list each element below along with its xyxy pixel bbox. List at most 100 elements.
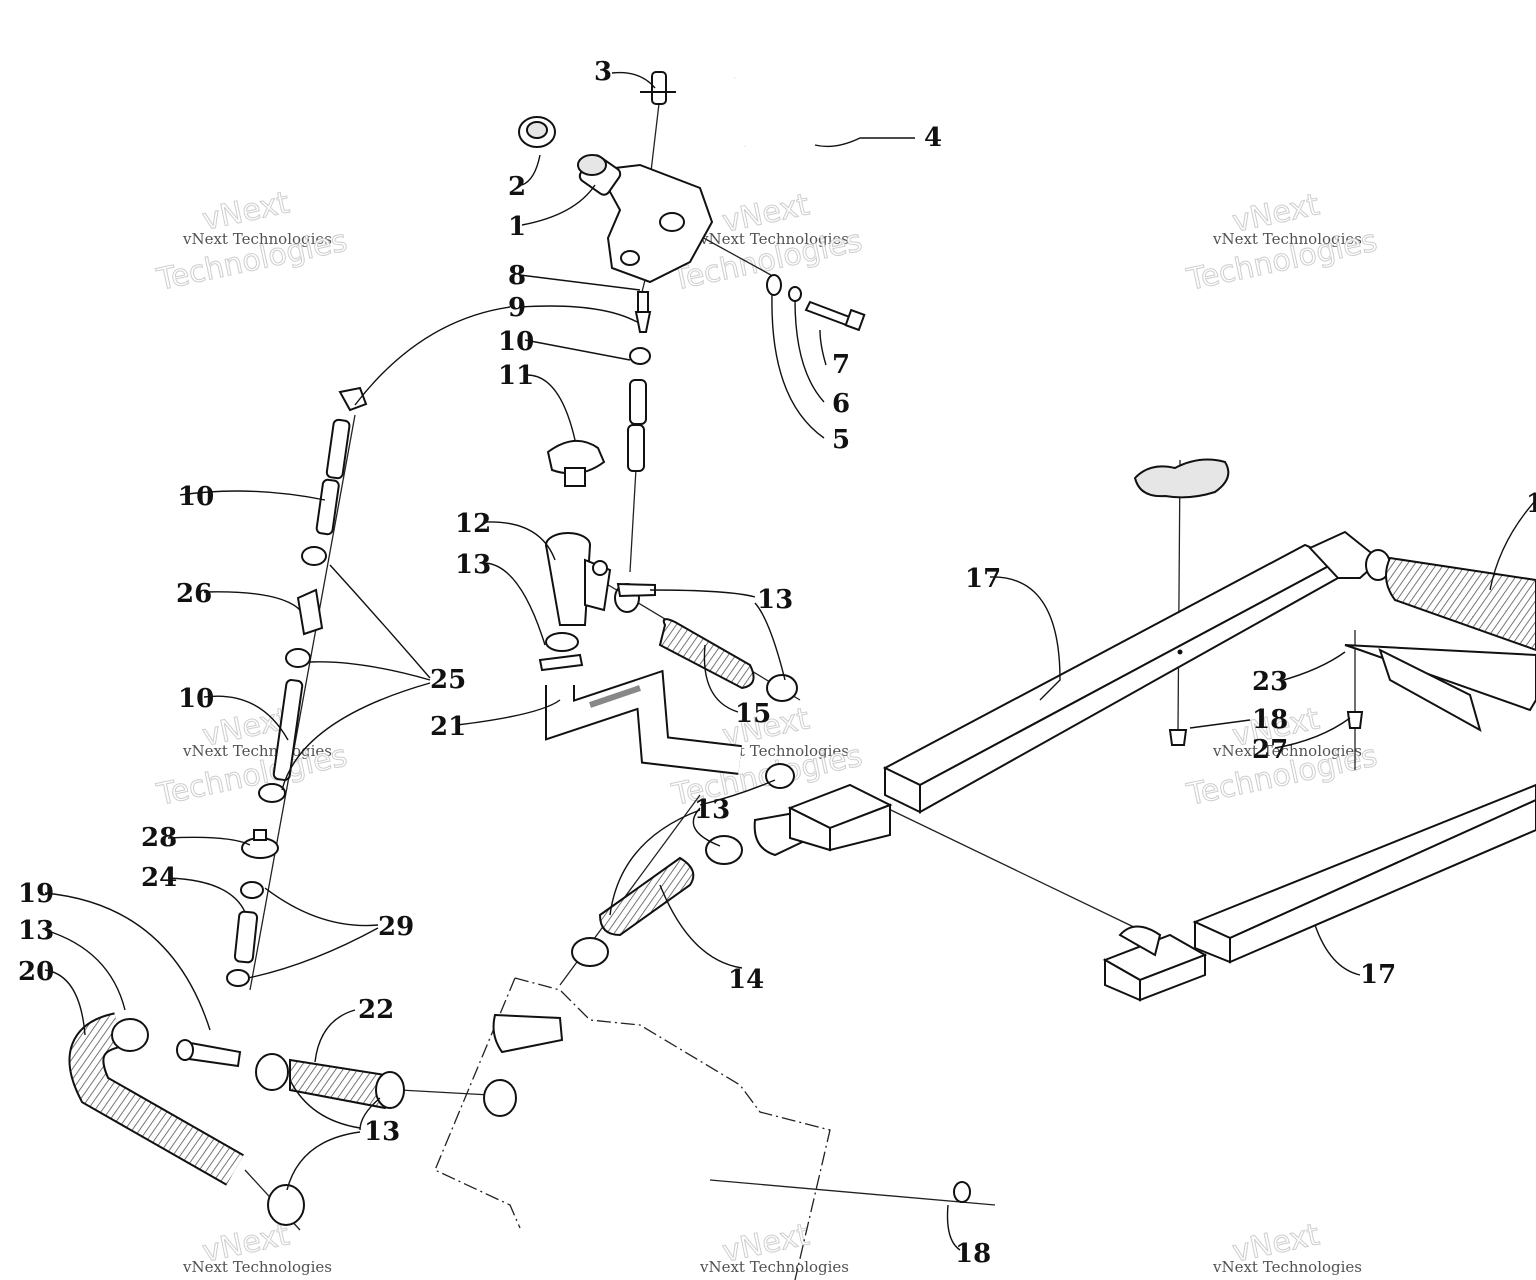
frame-rail-17-bottom (1192, 783, 1536, 964)
callout-14: 14 (728, 965, 764, 995)
plug-26 (296, 588, 324, 636)
clamp-13-hose15 (766, 674, 798, 702)
callout-15: 15 (735, 699, 771, 729)
clamp-25-a (301, 546, 327, 566)
callout-16-partial: 1 (1526, 489, 1536, 519)
clamp-25-c (258, 783, 286, 803)
leader-lines (44, 71, 1536, 1251)
callout-5: 5 (832, 425, 850, 455)
tee-19 (176, 1039, 242, 1068)
callout-13-d: 13 (18, 916, 54, 946)
callout-17-b: 17 (1360, 960, 1396, 990)
callout-2: 2 (508, 172, 526, 202)
rear-bracket (1344, 644, 1536, 733)
callout-7: 7 (832, 350, 850, 380)
radiator-panel (434, 977, 831, 1280)
svg-text:vNext Technologies: vNext Technologies (1212, 1258, 1362, 1276)
clamp-13-hose22-end (375, 1071, 405, 1109)
callout-1: 1 (508, 212, 526, 242)
callout-20: 20 (18, 957, 54, 987)
clamp-13-hose20 (111, 1018, 149, 1052)
tank-box-left (787, 783, 893, 852)
callout-18-a: 18 (1252, 705, 1288, 735)
hose-15 (658, 618, 755, 690)
svg-text:vNext: vNext (1229, 1217, 1322, 1270)
callout-9: 9 (508, 293, 526, 323)
callout-6: 6 (832, 389, 850, 419)
callout-13-e: 13 (364, 1117, 400, 1147)
callout-19: 19 (18, 879, 54, 909)
fitting-9 (634, 311, 652, 333)
clamp-13-neck-right (614, 582, 656, 613)
svg-text:vNext Technologies: vNext Technologies (182, 1258, 332, 1276)
svg-text:vNext Technologies: vNext Technologies (699, 230, 849, 248)
watermark-bottom-center: vNext vNext Technologies (699, 1217, 849, 1276)
watermark-bottom-right: vNext vNext Technologies (1212, 1217, 1362, 1276)
callout-22: 22 (358, 995, 394, 1025)
filler-cap-small (518, 116, 556, 148)
callout-17-a: 17 (965, 564, 1001, 594)
fastener-27 (1346, 711, 1364, 729)
svg-text:vNext Technologies: vNext Technologies (182, 230, 332, 248)
grommet-18 (1168, 729, 1188, 746)
fitting-8 (637, 291, 649, 313)
callout-12: 12 (455, 509, 491, 539)
hose-10-left-top (315, 418, 351, 536)
callout-13-c: 13 (694, 795, 730, 825)
callout-3: 3 (594, 57, 612, 87)
lock-washer-6 (788, 286, 802, 302)
decal-patch (1133, 458, 1230, 499)
watermark-top-right: vNext vNext Technologies Technologies (1183, 187, 1381, 299)
callout-25: 25 (430, 665, 466, 695)
svg-text:vNext Technologies: vNext Technologies (1212, 230, 1362, 248)
callout-24: 24 (141, 863, 177, 893)
watermark-bottom-left: vNext vNext Technologies (182, 1217, 332, 1276)
callout-13-a: 13 (455, 550, 491, 580)
svg-text:vNext Technologies: vNext Technologies (699, 1258, 849, 1276)
hose-end-bottom (267, 1184, 305, 1226)
bolt-7 (804, 300, 866, 332)
tank-box-right (1102, 925, 1208, 1002)
clamp-29-a (240, 881, 264, 899)
callout-10-c: 10 (178, 684, 214, 714)
hose-21 (545, 669, 742, 775)
callout-11: 11 (498, 361, 534, 391)
callout-26: 26 (176, 579, 212, 609)
callout-28: 28 (141, 823, 177, 853)
hose-24 (233, 910, 259, 964)
clamp-29-b (226, 969, 250, 987)
clamp-10-center (629, 347, 651, 365)
hose-16 (1385, 556, 1536, 652)
grommet-18-bottom (953, 1181, 971, 1203)
callout-27: 27 (1252, 735, 1288, 765)
clamp-13-hose14-bottom (571, 937, 609, 967)
clamp-13-hose22 (255, 1053, 289, 1091)
svg-text:vNext Technologies: vNext Technologies (1212, 742, 1362, 760)
callout-23: 23 (1252, 667, 1288, 697)
valve-28 (241, 829, 279, 859)
callout-8: 8 (508, 261, 526, 291)
washer-5 (766, 274, 782, 296)
callout-21: 21 (430, 712, 466, 742)
callout-10-a: 10 (498, 327, 534, 357)
callout-10-b: 10 (178, 482, 214, 512)
radiator-cap (546, 440, 606, 487)
watermark-top-left: vNext vNext Technologies Technologies (153, 185, 351, 299)
clamp-13-neck-left (538, 632, 584, 672)
clamp-25-b (285, 648, 311, 668)
callout-29: 29 (378, 912, 414, 942)
mounting-bracket (596, 163, 714, 284)
hose-14 (598, 856, 695, 937)
callouts: 1 2 3 4 5 6 7 8 9 10 11 10 12 13 13 26 1… (18, 57, 1536, 1269)
callout-4: 4 (924, 123, 942, 153)
tee-fitting-top (338, 386, 368, 412)
hose-10-center (627, 379, 647, 472)
callout-13-b: 13 (757, 585, 793, 615)
clamp-13-hose14-top (705, 835, 743, 865)
watermark-mid-left: vNext vNext Technologies Technologies (153, 701, 351, 814)
overflow-hose (733, 75, 822, 164)
filler-neck-fitting (577, 154, 622, 196)
clamp-13-upper (765, 763, 795, 789)
callout-18-b: 18 (955, 1239, 991, 1269)
